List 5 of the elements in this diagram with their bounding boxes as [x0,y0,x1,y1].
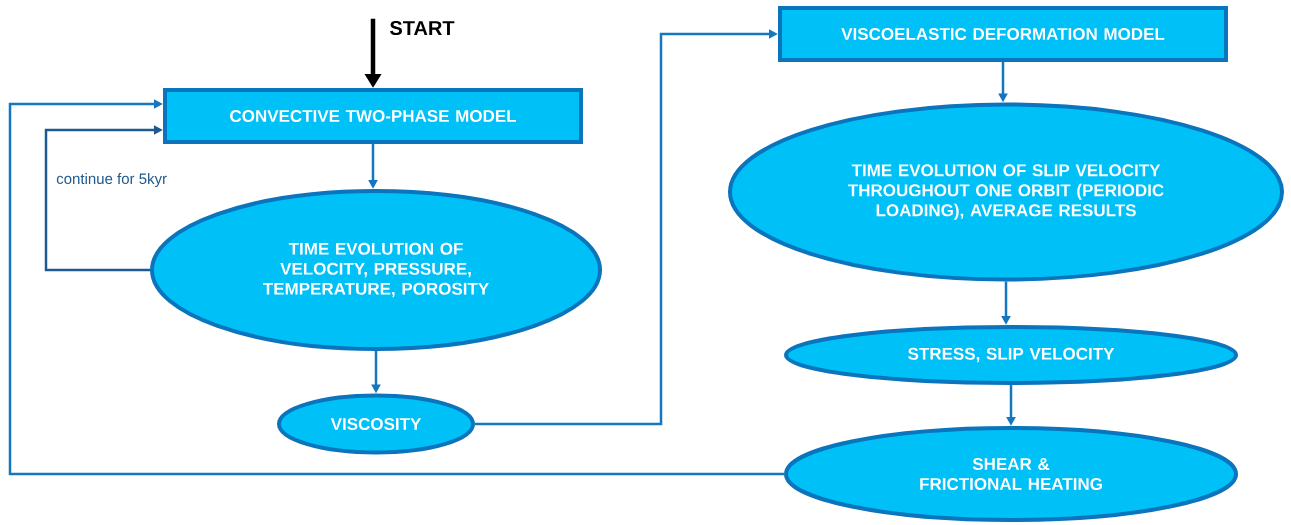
edge-label: continue for 5kyr [55,172,169,188]
process-box: CONVECTIVE TWO-PHASE MODEL [163,88,583,144]
arrow [8,99,784,476]
process-box: VISCOELASTIC DEFORMATION MODEL [778,6,1228,62]
start-label: START [390,20,455,36]
